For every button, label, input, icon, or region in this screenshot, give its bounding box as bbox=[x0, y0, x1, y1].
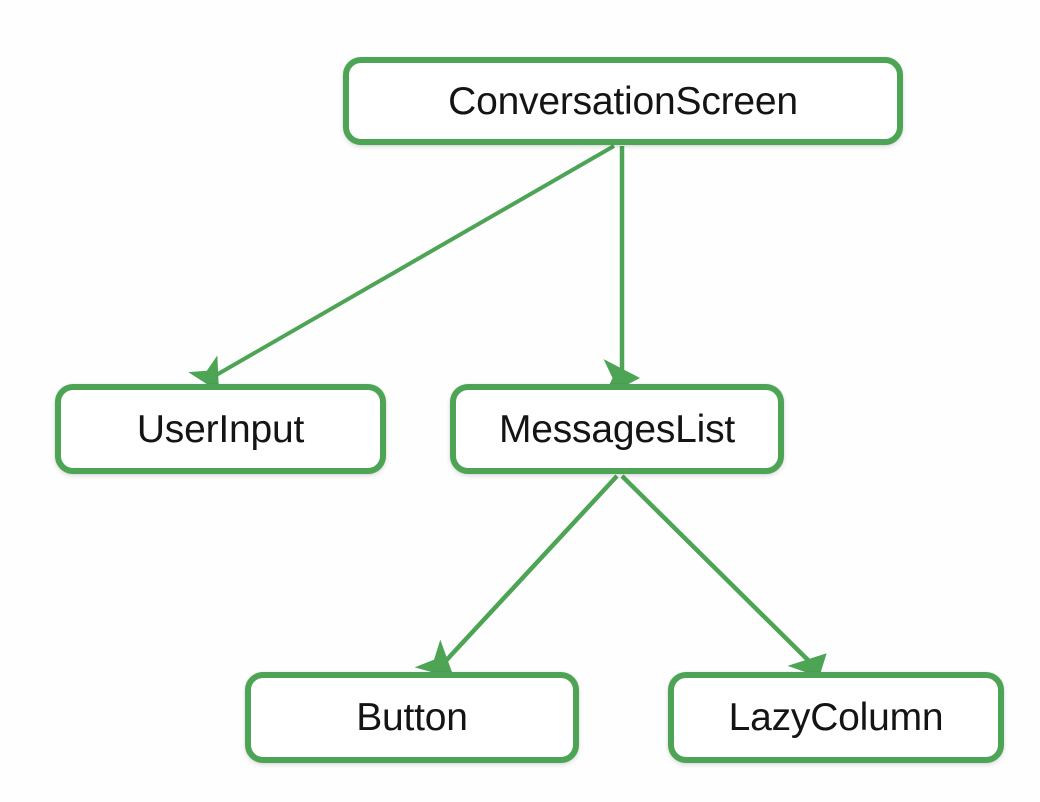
node-label-lazycolumn: LazyColumn bbox=[728, 696, 944, 739]
node-userinput[interactable]: UserInput bbox=[55, 384, 386, 474]
edge-messageslist-to-lazycolumn bbox=[620, 474, 827, 693]
node-label-messageslist: MessagesList bbox=[498, 407, 736, 451]
node-label-userinput: UserInput bbox=[136, 407, 305, 451]
edge-conversationscreen-to-userinput bbox=[188, 144, 615, 392]
node-button[interactable]: Button bbox=[245, 672, 579, 763]
node-messageslist[interactable]: MessagesList bbox=[450, 384, 784, 474]
edge-messageslist-to-button bbox=[414, 474, 619, 679]
node-label-button: Button bbox=[356, 696, 468, 739]
node-label-conversationscreen: ConversationScreen bbox=[448, 79, 798, 123]
node-conversationscreen[interactable]: ConversationScreen bbox=[343, 57, 903, 145]
node-lazycolumn[interactable]: LazyColumn bbox=[668, 672, 1004, 763]
